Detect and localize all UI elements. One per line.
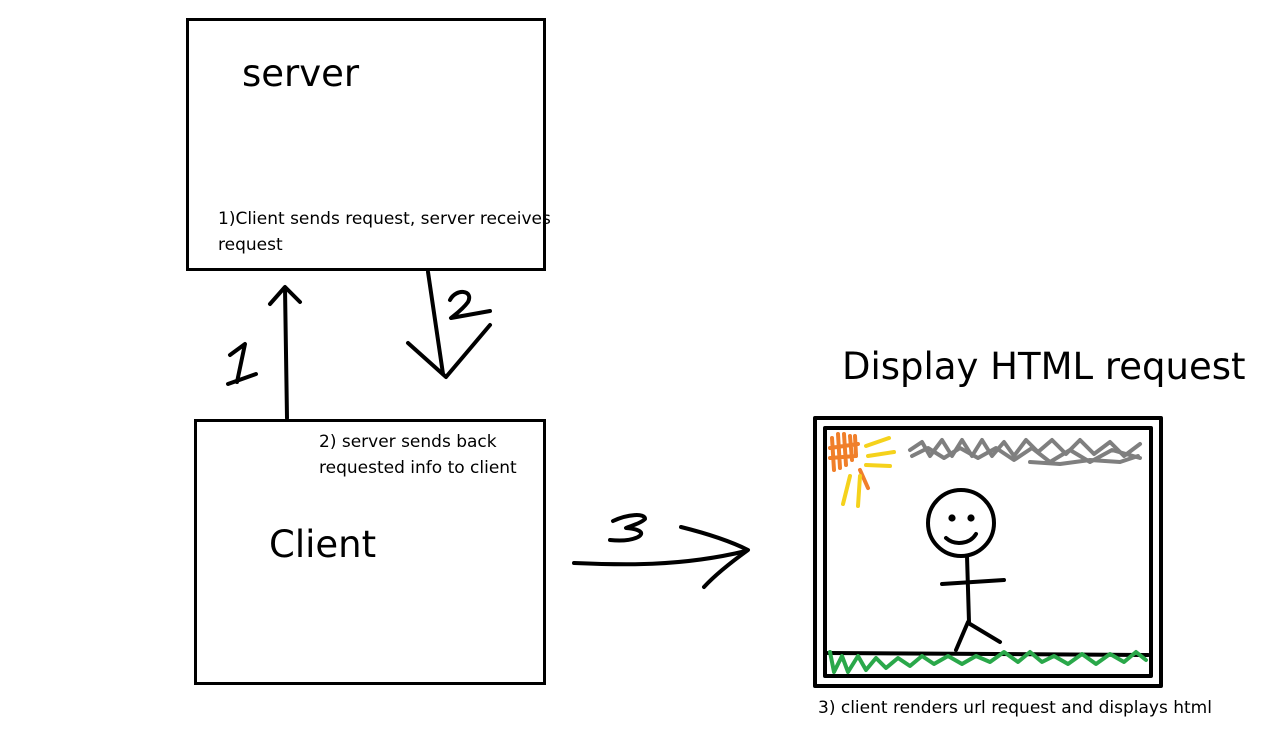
display-frame-inner: [823, 426, 1153, 678]
client-title: Client: [269, 523, 377, 566]
grass-icon: [828, 650, 1148, 674]
display-title: Display HTML request: [842, 345, 1246, 388]
arrow-server-to-client: [406, 270, 492, 379]
sun-icon: [828, 432, 896, 508]
step-1-label: [226, 342, 258, 386]
client-note-line1: 2) server sends back: [319, 432, 497, 452]
client-note-line2: requested info to client: [319, 458, 517, 478]
display-frame-outer: [813, 416, 1163, 688]
stick-figure-icon: [926, 488, 1006, 652]
server-box: [186, 18, 546, 271]
arrow-client-to-server: [226, 285, 302, 420]
arrow-client-to-display: [572, 513, 750, 589]
ground-line: [826, 651, 1150, 657]
server-note-line2: request: [218, 235, 283, 255]
cloud-icon: [908, 438, 1142, 466]
display-caption: 3) client renders url request and displa…: [818, 698, 1212, 718]
server-note-line1: 1)Client sends request, server receives: [218, 209, 551, 229]
client-box: [194, 419, 546, 685]
server-title: server: [242, 52, 360, 95]
step-3-label: [608, 513, 647, 543]
step-2-label: [448, 290, 492, 320]
